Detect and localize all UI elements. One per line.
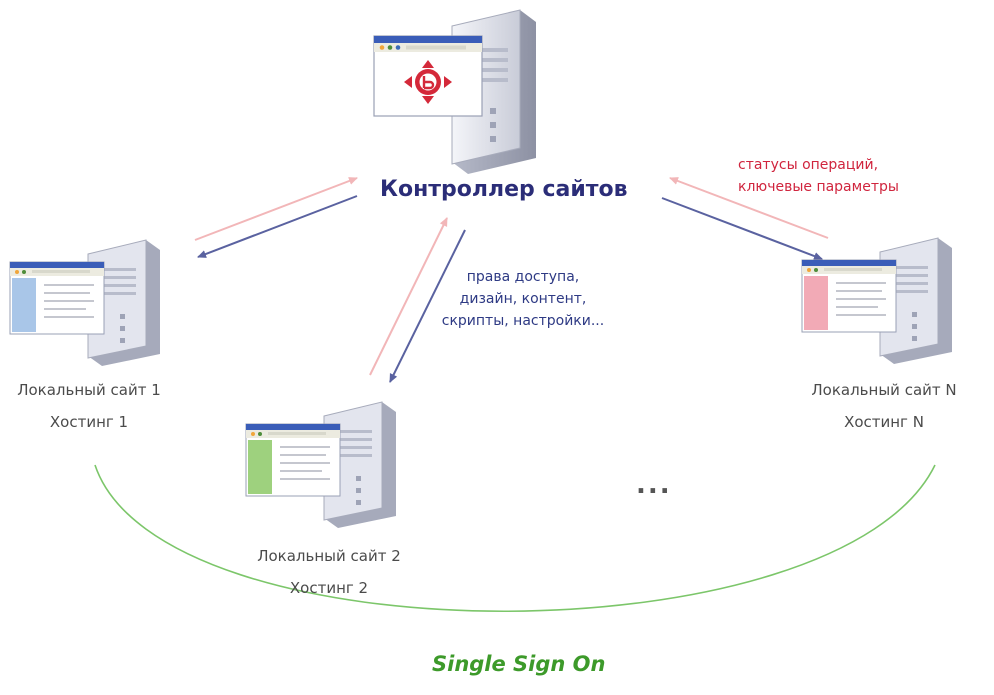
bitrix-logo-icon bbox=[404, 60, 452, 104]
arrow-controller-to-site1 bbox=[197, 195, 358, 258]
siteN-server bbox=[801, 237, 952, 364]
controller-title: Контроллер сайтов bbox=[380, 177, 628, 202]
site-accent bbox=[12, 278, 36, 332]
downstream-line-1: права доступа, bbox=[466, 269, 580, 285]
arrow-siteN-to-controller bbox=[669, 177, 829, 239]
upstream-line-1: статусы операций, bbox=[738, 157, 879, 173]
site1-hosting: Хостинг 1 bbox=[49, 413, 129, 431]
arrow-site2-to-controller bbox=[369, 217, 448, 376]
site2-hosting: Хостинг 2 bbox=[289, 579, 369, 597]
arrow-controller-to-siteN bbox=[661, 197, 823, 260]
browser-window-icon bbox=[245, 423, 341, 497]
arrow-site1-to-controller bbox=[194, 177, 358, 241]
siteN-hosting: Хостинг N bbox=[844, 413, 924, 431]
site2-server bbox=[245, 401, 396, 528]
downstream-note: права доступа, дизайн, контент, скрипты,… bbox=[428, 266, 618, 332]
browser-window-icon bbox=[801, 259, 897, 333]
upstream-note: статусы операций, ключевые параметры bbox=[738, 154, 899, 198]
site-accent bbox=[804, 276, 828, 330]
browser-window-icon bbox=[9, 261, 105, 335]
site1-server bbox=[9, 239, 160, 366]
downstream-line-2: дизайн, контент, bbox=[459, 291, 587, 307]
site2-name: Локальный сайт 2 bbox=[257, 547, 401, 565]
more-sites-ellipsis: ... bbox=[636, 470, 672, 500]
sso-arc bbox=[94, 464, 936, 613]
sso-label: Single Sign On bbox=[432, 652, 606, 676]
upstream-line-2: ключевые параметры bbox=[738, 179, 899, 195]
controller-server bbox=[373, 9, 536, 174]
downstream-line-3: скрипты, настройки... bbox=[441, 313, 605, 329]
arrow-controller-to-site2 bbox=[389, 229, 466, 383]
site1-name: Локальный сайт 1 bbox=[17, 381, 161, 399]
siteN-name: Локальный сайт N bbox=[811, 381, 957, 399]
site-accent bbox=[248, 440, 272, 494]
